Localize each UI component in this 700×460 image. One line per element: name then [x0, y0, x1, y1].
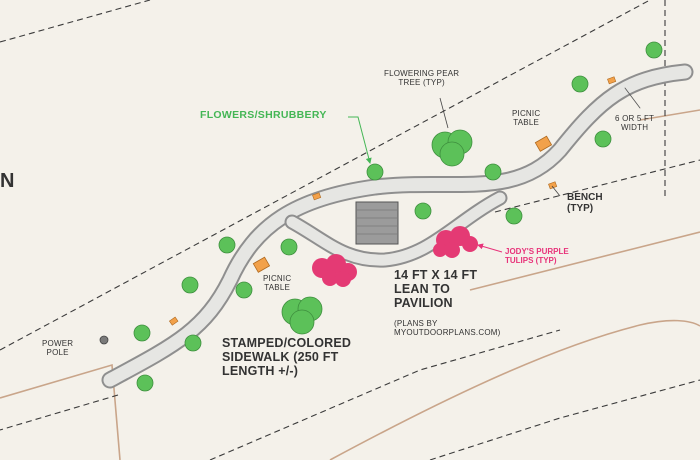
label-jodys-tulips: JODY'S PURPLE TULIPS (TYP) [505, 247, 569, 265]
flowers-leader-arrow [348, 116, 372, 164]
label-pavilion: 14 FT X 14 FT LEAN TO PAVILION [394, 268, 478, 310]
shrub [414, 202, 432, 220]
dashed-lower-left [0, 394, 119, 431]
tulip-beds [312, 226, 478, 287]
bench [607, 76, 617, 85]
shrub [571, 75, 589, 93]
shrubs [133, 41, 663, 392]
boundary-lines [0, 109, 700, 460]
shrub [181, 276, 199, 294]
label-power-pole: POWER POLE [42, 339, 74, 357]
lot-boundary-lower [0, 363, 121, 460]
pear-tree-large [431, 129, 473, 167]
pear-tree-large [281, 296, 323, 335]
shrub [280, 238, 298, 256]
bench [168, 316, 179, 326]
flowering-pear-trees [281, 129, 473, 335]
shrub [184, 334, 202, 352]
shrub [235, 281, 253, 299]
sidewalk-path [101, 63, 694, 389]
label-flowers-shrubbery: FLOWERS/SHRUBBERY [200, 109, 327, 121]
shrub [136, 374, 154, 392]
tulip-bed-left [312, 254, 357, 287]
pear-tree-leader [439, 97, 449, 129]
label-picnic-table-left: PICNIC TABLE [263, 274, 292, 292]
label-bench: BENCH (TYP) [567, 192, 603, 215]
label-sidewalk: STAMPED/COLORED SIDEWALK (250 FT LENGTH … [222, 336, 352, 378]
label-picnic-table-right: PICNIC TABLE [512, 109, 541, 127]
dashed-bottom-right [429, 379, 700, 460]
shrub [484, 163, 502, 181]
power-pole-marker [99, 335, 109, 345]
picnic-table-left [252, 256, 271, 273]
lot-boundary-lower-right [469, 231, 700, 291]
pavilion-structure [355, 201, 399, 245]
shrub [645, 41, 663, 59]
bench [312, 192, 322, 201]
label-path-width: 6 OR 5 FT WIDTH [615, 114, 655, 132]
dashed-lower-road [209, 329, 561, 460]
shrub [218, 236, 236, 254]
road-curve [329, 319, 700, 460]
dashed-upper-diagonal [0, 0, 651, 351]
picnic-table-right [534, 135, 553, 152]
shrub [594, 130, 612, 148]
shrub [133, 324, 151, 342]
label-pavilion-plans: (PLANS BY MYOUTDOORPLANS.COM) [394, 319, 501, 337]
tulip-bed-right [433, 226, 478, 258]
dashed-mid-right [494, 159, 700, 213]
bench [548, 181, 558, 190]
bench-leader [551, 185, 561, 197]
tulips-leader-arrow [477, 243, 503, 253]
shrub [366, 163, 384, 181]
lot-boundary-right [639, 109, 700, 121]
label-flowering-pear-tree: FLOWERING PEAR TREE (TYP) [384, 69, 460, 87]
edge-letter: N [0, 170, 15, 192]
dashed-top-edge [0, 0, 151, 43]
shrub [505, 207, 523, 225]
